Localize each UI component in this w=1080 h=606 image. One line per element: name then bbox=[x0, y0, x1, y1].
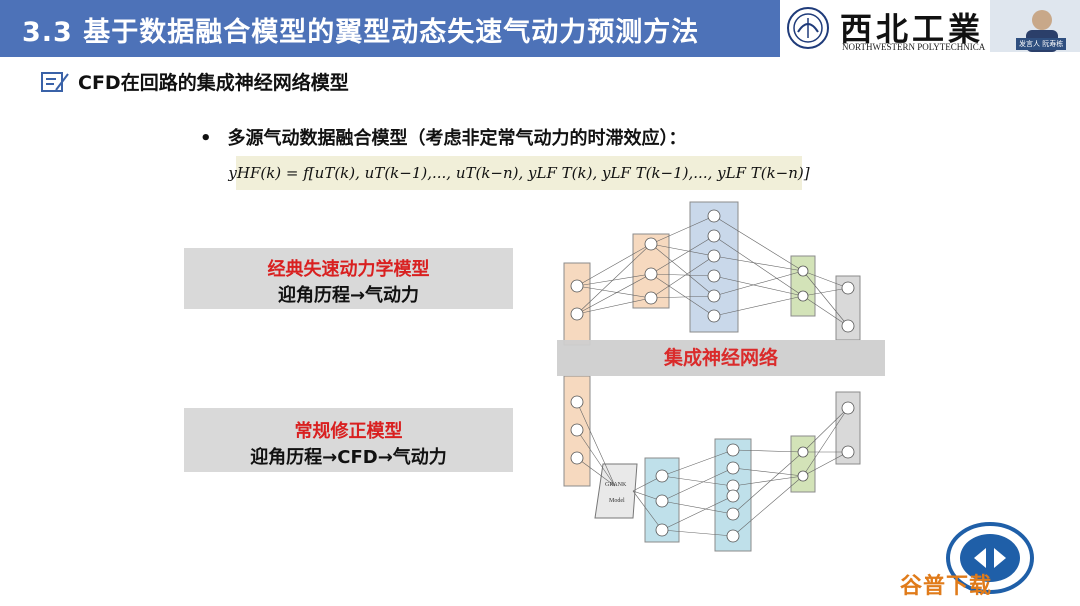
slide-header: 3.3 基于数据融合模型的翼型动态失速气动力预测方法 bbox=[0, 0, 780, 57]
fusion-formula: yHF(k) = f[uT(k), uT(k−1),..., uT(k−n), … bbox=[228, 156, 810, 190]
university-name-cn: 西北工業 bbox=[840, 10, 985, 48]
section-subtitle: CFD在回路的集成神经网络模型 bbox=[40, 68, 349, 95]
correction-model-box: 常规修正模型 迎角历程→CFD→气动力 bbox=[184, 408, 513, 472]
correction-model-desc: 迎角历程→CFD→气动力 bbox=[250, 447, 447, 468]
university-name-en: NORTHWESTERN POLYTECHNICA bbox=[842, 42, 986, 52]
classic-model-desc: 迎角历程→气动力 bbox=[277, 285, 420, 306]
neural-network-diagram: GRANK Model bbox=[563, 201, 861, 552]
ensemble-nn-label: 集成神经网络 bbox=[557, 340, 885, 376]
correction-model-title: 常规修正模型 bbox=[294, 421, 403, 442]
edit-note-icon bbox=[41, 71, 69, 92]
classic-model-title: 经典失速动力学模型 bbox=[267, 259, 430, 280]
site-watermark: 谷普下载 bbox=[900, 574, 993, 599]
ccf-logo-icon bbox=[946, 522, 1034, 594]
slide-title: 3.3 基于数据融合模型的翼型动态失速气动力预测方法 bbox=[22, 17, 700, 48]
bullet-text: 多源气动数据融合模型（考虑非定常气动力的时滞效应）： bbox=[227, 128, 687, 149]
subtitle-text: CFD在回路的集成神经网络模型 bbox=[78, 72, 349, 94]
classic-model-box: 经典失速动力学模型 迎角历程→气动力 bbox=[184, 248, 513, 309]
speaker-video[interactable]: 发言人 阮寿栋 bbox=[990, 0, 1080, 52]
grank-label: GRANK bbox=[605, 482, 627, 488]
university-seal-icon bbox=[787, 7, 829, 49]
formula-text: yHF(k) = f[uT(k), uT(k−1),..., uT(k−n), … bbox=[228, 164, 810, 182]
university-logo: 西北工業 NORTHWESTERN POLYTECHNICA bbox=[780, 0, 990, 57]
grank-sublabel: Model bbox=[609, 498, 625, 504]
bullet-item: •多源气动数据融合模型（考虑非定常气动力的时滞效应）： bbox=[200, 128, 687, 149]
speaker-name-label: 发言人 阮寿栋 bbox=[1016, 38, 1067, 50]
